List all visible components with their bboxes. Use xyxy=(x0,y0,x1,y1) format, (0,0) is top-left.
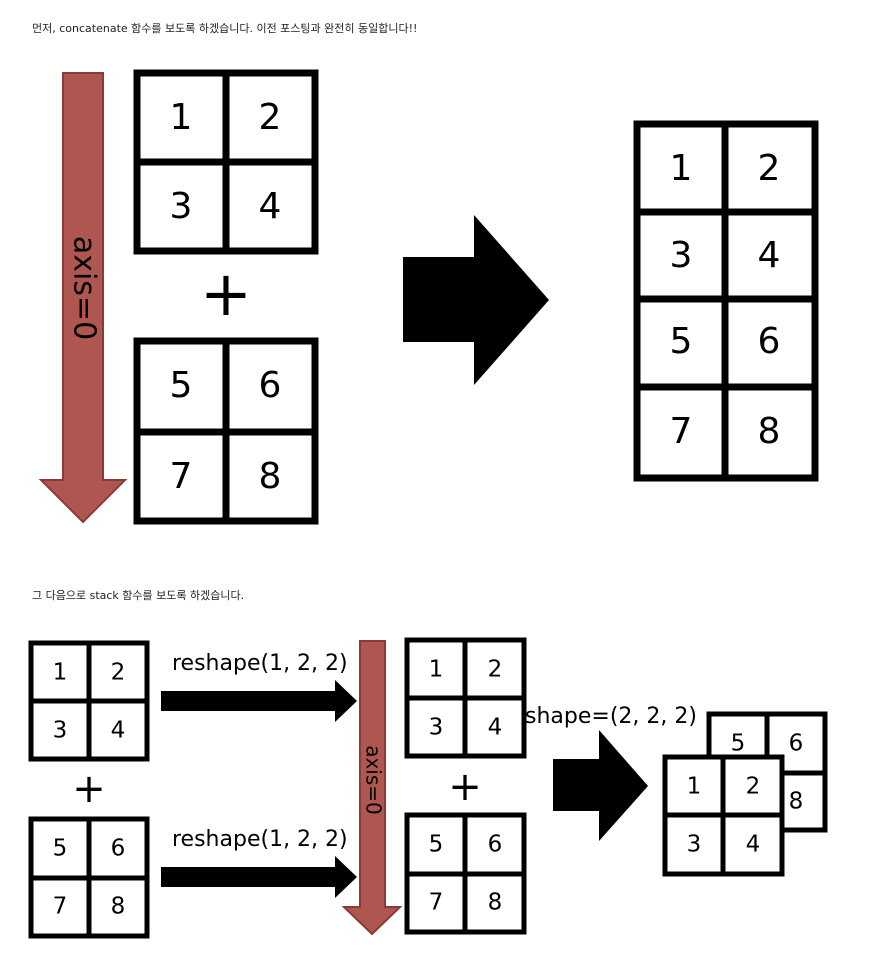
stack-result-front-matrix: 1 2 3 4 xyxy=(662,754,785,877)
matrix-cell: 6 xyxy=(758,321,781,362)
stack-caption: 그 다음으로 stack 함수를 보도록 하겠습니다. xyxy=(32,589,245,602)
concat-axis-arrow: axis=0 xyxy=(38,72,128,524)
stack-plus-left: + xyxy=(72,766,106,812)
matrix-cell: 8 xyxy=(789,789,804,815)
concat-plus-sign: + xyxy=(200,257,252,330)
matrix-cell: 1 xyxy=(53,660,68,686)
matrix-cell: 5 xyxy=(429,832,444,858)
matrix-cell: 4 xyxy=(758,235,781,276)
concatenate-caption: 먼저, concatenate 함수를 보도록 하겠습니다. 이전 포스팅과 완… xyxy=(32,22,418,35)
reshape-label-top: reshape(1, 2, 2) xyxy=(172,651,348,676)
matrix-cell: 5 xyxy=(53,836,68,862)
concat-top-matrix: 1 2 3 4 xyxy=(133,69,319,255)
matrix-cell: 7 xyxy=(53,894,68,920)
matrix-cell: 4 xyxy=(259,186,282,227)
matrix-cell: 3 xyxy=(687,832,702,858)
matrix-cell: 8 xyxy=(111,894,126,920)
stack-axis-arrow: axis=0 xyxy=(341,640,403,936)
matrix-cell: 8 xyxy=(259,456,282,497)
concat-axis-arrow-shape xyxy=(38,72,128,524)
stack-top-matrix: 1 2 3 4 xyxy=(28,640,150,762)
matrix-cell: 3 xyxy=(170,186,193,227)
stack-reshaped-bottom-matrix: 5 6 7 8 xyxy=(404,812,527,935)
matrix-cell: 4 xyxy=(746,832,761,858)
matrix-cell: 5 xyxy=(670,321,693,362)
stack-axis-label: axis=0 xyxy=(362,745,386,815)
matrix-cell: 4 xyxy=(488,715,503,741)
matrix-cell: 2 xyxy=(259,97,282,138)
concat-axis-label: axis=0 xyxy=(67,236,102,340)
matrix-cell: 8 xyxy=(758,411,781,452)
matrix-cell: 7 xyxy=(429,890,444,916)
concat-bottom-matrix: 5 6 7 8 xyxy=(133,337,319,525)
concat-result-matrix: 1 2 3 4 5 6 7 8 xyxy=(633,120,819,482)
matrix-cell: 1 xyxy=(670,148,693,189)
matrix-cell: 2 xyxy=(758,148,781,189)
matrix-cell: 2 xyxy=(488,657,503,683)
matrix-cell: 2 xyxy=(746,774,761,800)
matrix-cell: 6 xyxy=(488,832,503,858)
matrix-cell: 5 xyxy=(731,731,746,757)
shape-label: shape=(2, 2, 2) xyxy=(525,704,697,729)
matrix-cell: 7 xyxy=(670,411,693,452)
reshape-arrow-top xyxy=(161,680,357,722)
matrix-cell: 6 xyxy=(789,731,804,757)
stack-result-arrow xyxy=(553,730,648,841)
matrix-cell: 3 xyxy=(429,715,444,741)
reshape-label-bottom: reshape(1, 2, 2) xyxy=(172,827,348,852)
reshape-arrow-bottom xyxy=(161,856,357,898)
matrix-cell: 1 xyxy=(687,774,702,800)
stack-plus-middle: + xyxy=(448,764,482,810)
matrix-cell: 1 xyxy=(170,97,193,138)
stack-reshaped-top-matrix: 1 2 3 4 xyxy=(404,637,527,759)
matrix-cell: 7 xyxy=(170,456,193,497)
matrix-cell: 3 xyxy=(53,718,68,744)
matrix-cell: 3 xyxy=(670,235,693,276)
stack-axis-arrow-shape xyxy=(341,640,403,936)
concat-result-arrow xyxy=(403,215,549,385)
matrix-cell: 8 xyxy=(488,890,503,916)
matrix-cell: 2 xyxy=(111,660,126,686)
matrix-cell: 1 xyxy=(429,657,444,683)
matrix-cell: 6 xyxy=(111,836,126,862)
stack-bottom-matrix: 5 6 7 8 xyxy=(28,816,150,939)
matrix-cell: 6 xyxy=(259,365,282,406)
matrix-cell: 4 xyxy=(111,718,126,744)
matrix-cell: 5 xyxy=(170,365,193,406)
